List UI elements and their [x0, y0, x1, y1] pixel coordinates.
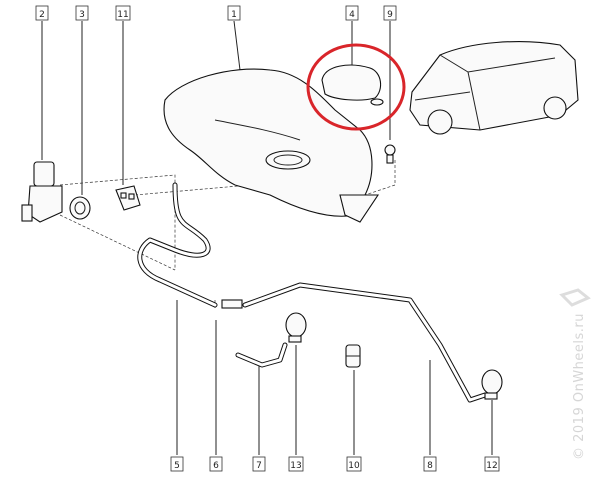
- washer-jet-13: [285, 312, 307, 343]
- callout-5: 5: [170, 456, 184, 472]
- connector: [115, 185, 141, 211]
- highlight-circle: [306, 43, 406, 131]
- washer-hoses: [137, 182, 488, 403]
- t-connector: [221, 299, 243, 309]
- callout-13: 13: [288, 456, 304, 472]
- svg-text:3: 3: [79, 10, 85, 20]
- svg-text:7: 7: [256, 461, 262, 471]
- svg-text:6: 6: [213, 461, 219, 471]
- callout-2: 2: [35, 5, 49, 21]
- grommet: [69, 196, 91, 220]
- callout-7: 7: [252, 456, 266, 472]
- svg-text:11: 11: [117, 10, 128, 20]
- callout-12: 12: [484, 456, 500, 472]
- svg-text:5: 5: [174, 461, 180, 471]
- svg-text:8: 8: [427, 461, 433, 471]
- svg-text:4: 4: [349, 10, 355, 20]
- callout-4: 4: [345, 5, 359, 21]
- washer-jet-12: [481, 369, 503, 400]
- washer-pump: [21, 161, 63, 223]
- svg-text:12: 12: [486, 461, 497, 471]
- svg-text:9: 9: [387, 10, 393, 20]
- watermark-text: © 2019 OnWheels.ru: [572, 312, 587, 460]
- reservoir-cap: [321, 64, 384, 106]
- svg-text:13: 13: [290, 461, 301, 471]
- callout-11: 11: [115, 5, 131, 21]
- callout-10: 10: [346, 456, 362, 472]
- callout-1: 1: [227, 5, 241, 21]
- callout-9: 9: [383, 5, 397, 21]
- callout-6: 6: [209, 456, 223, 472]
- callout-3: 3: [75, 5, 89, 21]
- callout-8: 8: [423, 456, 437, 472]
- svg-text:1: 1: [231, 10, 237, 20]
- renault-logo-icon: [559, 288, 591, 307]
- washer-reservoir: [163, 68, 380, 223]
- svg-text:10: 10: [348, 461, 360, 471]
- leader-lines: [41, 20, 493, 455]
- svg-text:2: 2: [39, 10, 45, 20]
- car-illustration: [409, 41, 579, 135]
- hose-clip: [345, 344, 361, 368]
- clip: [384, 144, 396, 164]
